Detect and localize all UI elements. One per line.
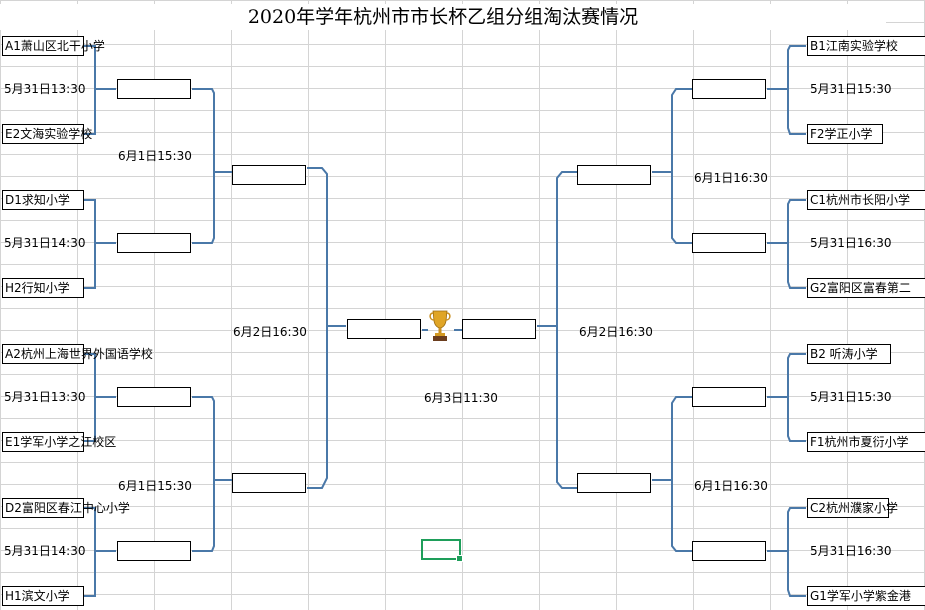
left-team-7[interactable]: D2富阳区春江中心小学 <box>2 498 130 518</box>
trophy-icon <box>429 310 451 341</box>
right-r1-time-2[interactable]: 5月31日16:30 <box>810 236 892 250</box>
right-finalist-slot[interactable] <box>462 319 536 339</box>
left-r1-winner-slot-1[interactable] <box>117 79 191 99</box>
right-r2-time-1[interactable]: 6月1日16:30 <box>694 171 768 185</box>
right-r2-time-2[interactable]: 6月1日16:30 <box>694 479 768 493</box>
left-team-4[interactable]: H2行知小学 <box>2 278 84 298</box>
left-r1-winner-slot-2[interactable] <box>117 233 191 253</box>
left-team-8[interactable]: H1滨文小学 <box>2 586 84 606</box>
right-team-4[interactable]: G2富阳区富春第二 <box>807 278 925 298</box>
left-r2-winner-slot-2[interactable] <box>232 473 306 493</box>
right-team-1[interactable]: B1江南实验学校 <box>807 36 925 56</box>
left-r1-time-3[interactable]: 5月31日13:30 <box>4 390 86 404</box>
right-r1-winner-slot-3[interactable] <box>692 387 766 407</box>
left-semi-time[interactable]: 6月2日16:30 <box>233 325 307 339</box>
left-r2-time-2[interactable]: 6月1日15:30 <box>118 479 192 493</box>
right-r1-winner-slot-2[interactable] <box>692 233 766 253</box>
left-team-1[interactable]: A1萧山区北干小学 <box>2 36 105 56</box>
fill-handle[interactable] <box>456 555 463 562</box>
left-team-6[interactable]: E1学军小学之江校区 <box>2 432 116 452</box>
left-team-2[interactable]: E2文海实验学校 <box>2 124 92 144</box>
left-r2-winner-slot-1[interactable] <box>232 165 306 185</box>
final-time[interactable]: 6月3日11:30 <box>424 391 498 405</box>
left-team-5[interactable]: A2杭州上海世界外国语学校 <box>2 344 153 364</box>
page-title: 2020年学年杭州市市长杯乙组分组淘汰赛情况 <box>0 4 886 30</box>
right-team-5[interactable]: B2 听涛小学 <box>807 344 891 364</box>
left-r2-time-1[interactable]: 6月1日15:30 <box>118 149 192 163</box>
right-r1-winner-slot-4[interactable] <box>692 541 766 561</box>
left-team-3[interactable]: D1求知小学 <box>2 190 84 210</box>
left-r1-time-2[interactable]: 5月31日14:30 <box>4 236 86 250</box>
right-r1-winner-slot-1[interactable] <box>692 79 766 99</box>
right-r1-time-1[interactable]: 5月31日15:30 <box>810 82 892 96</box>
right-r1-time-3[interactable]: 5月31日15:30 <box>810 390 892 404</box>
right-semi-time[interactable]: 6月2日16:30 <box>579 325 653 339</box>
active-cell-selection[interactable] <box>421 539 463 562</box>
left-finalist-slot[interactable] <box>347 319 421 339</box>
left-r1-time-4[interactable]: 5月31日14:30 <box>4 544 86 558</box>
right-r1-time-4[interactable]: 5月31日16:30 <box>810 544 892 558</box>
left-r1-winner-slot-4[interactable] <box>117 541 191 561</box>
right-team-7[interactable]: C2杭州濮家小学 <box>807 498 898 518</box>
right-team-3[interactable]: C1杭州市长阳小学 <box>807 190 925 210</box>
right-team-6[interactable]: F1杭州市夏衍小学 <box>807 432 925 452</box>
left-r1-time-1[interactable]: 5月31日13:30 <box>4 82 86 96</box>
right-team-2[interactable]: F2学正小学 <box>807 124 883 144</box>
right-team-8[interactable]: G1学军小学紫金港 <box>807 586 925 606</box>
left-r1-winner-slot-3[interactable] <box>117 387 191 407</box>
right-r2-winner-slot-2[interactable] <box>577 473 651 493</box>
right-r2-winner-slot-1[interactable] <box>577 165 651 185</box>
